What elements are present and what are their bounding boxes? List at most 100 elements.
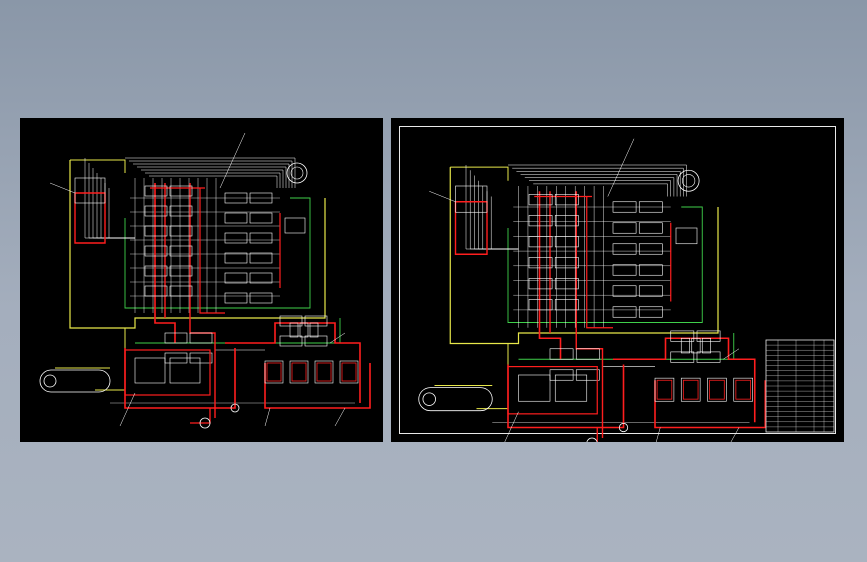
valve-section xyxy=(249,292,273,304)
valve-section xyxy=(554,278,579,290)
actuator-block xyxy=(680,377,701,402)
pilot-line xyxy=(482,186,519,250)
return-line xyxy=(449,167,719,345)
oil-tank xyxy=(418,387,493,412)
valve-section xyxy=(670,351,695,363)
control-valve xyxy=(284,217,306,234)
motor-symbol xyxy=(199,417,211,429)
valve-section xyxy=(189,332,213,344)
pilot-line xyxy=(478,180,519,250)
valve-block xyxy=(691,337,701,354)
valve-section xyxy=(224,252,248,264)
hydraulic-schematic-left xyxy=(39,132,371,429)
valve-section xyxy=(224,192,248,204)
drawing-sheet-right xyxy=(391,118,844,442)
swivel-motor xyxy=(290,166,304,180)
valve-section xyxy=(224,272,248,284)
valve-section xyxy=(549,348,574,360)
hydraulic-schematic-right xyxy=(418,138,835,442)
valve-section xyxy=(224,292,248,304)
valve-section xyxy=(638,243,663,255)
pilot-line xyxy=(149,175,278,188)
pilot-line xyxy=(520,174,678,197)
valve-section xyxy=(528,299,553,311)
pressure-line xyxy=(199,188,225,314)
control-valve xyxy=(675,227,698,245)
pilot-line xyxy=(88,163,135,239)
valve-section xyxy=(169,265,193,277)
pilot-line xyxy=(125,157,296,188)
motor-symbol xyxy=(586,437,598,442)
valve-section xyxy=(528,257,553,269)
filter-symbol xyxy=(618,422,629,433)
actuator-block xyxy=(314,360,334,384)
pressure-line xyxy=(190,408,211,424)
drain-line xyxy=(124,197,311,309)
actuator-block xyxy=(289,360,309,384)
valve-section xyxy=(638,201,663,213)
pressure-line xyxy=(264,363,371,409)
drain-line xyxy=(507,206,703,323)
actuator-block xyxy=(654,377,675,402)
valve-section xyxy=(554,299,579,311)
valve-section xyxy=(249,272,273,284)
actuator-block xyxy=(266,362,282,382)
leader-line xyxy=(334,407,346,427)
valve-section xyxy=(670,330,695,342)
drawing-sheet-left xyxy=(20,118,383,442)
pump-block xyxy=(134,357,166,384)
drain-line xyxy=(135,318,341,344)
valve-section xyxy=(169,245,193,257)
valve-section xyxy=(304,315,328,327)
valve-section xyxy=(249,192,273,204)
pump-block xyxy=(169,357,201,384)
valve-block xyxy=(680,337,690,354)
valve-section xyxy=(144,205,168,217)
valve-section xyxy=(144,245,168,257)
pressure-line xyxy=(586,196,613,329)
valve-section xyxy=(638,264,663,276)
drawing-frame xyxy=(399,126,836,434)
actuator-block xyxy=(291,362,307,382)
valve-block xyxy=(701,337,711,354)
valve-section xyxy=(144,185,168,197)
valve-section xyxy=(304,335,328,347)
valve-section xyxy=(169,285,193,297)
actuator-block xyxy=(709,379,725,400)
valve-section xyxy=(169,225,193,237)
valve-block xyxy=(299,322,309,338)
pressure-line xyxy=(654,380,767,429)
valve-section xyxy=(575,348,600,360)
actuator-block xyxy=(264,360,284,384)
return-line xyxy=(70,159,126,173)
actuator-block xyxy=(733,377,753,402)
pump-block xyxy=(507,366,598,415)
actuator-block xyxy=(735,379,751,400)
pilot-line xyxy=(96,173,135,239)
valve-section xyxy=(638,285,663,297)
return-line xyxy=(450,166,509,181)
valve-block xyxy=(289,322,299,338)
actuator-block xyxy=(341,362,357,382)
pilot-line xyxy=(490,196,519,250)
control-valve xyxy=(74,177,106,204)
leader-line xyxy=(730,427,740,442)
valve-section xyxy=(696,330,721,342)
actuator-block xyxy=(682,379,699,400)
pressure-line xyxy=(507,364,625,429)
drain-line xyxy=(518,333,735,360)
leader-line xyxy=(49,182,76,194)
pilot-line xyxy=(465,165,519,250)
valve-section xyxy=(612,243,637,255)
leader-line xyxy=(329,332,346,344)
pilot-line xyxy=(104,183,135,239)
actuator-block xyxy=(339,360,359,384)
leader-line xyxy=(219,132,246,189)
valve-section xyxy=(224,232,248,244)
valve-section xyxy=(249,252,273,264)
valve-section xyxy=(554,215,579,227)
valve-section xyxy=(164,332,188,344)
filter-symbol xyxy=(230,403,240,413)
leader-line xyxy=(723,348,740,360)
pilot-line xyxy=(137,166,287,188)
